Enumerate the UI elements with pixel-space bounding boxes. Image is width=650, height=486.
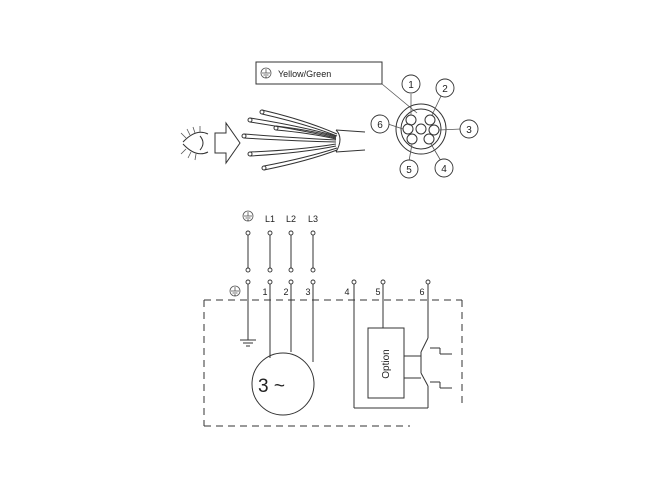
ground-icon: [229, 285, 241, 297]
terminal-number: 6: [419, 287, 424, 297]
core-number: 2: [442, 84, 448, 95]
eye-icon: [180, 126, 209, 161]
terminal-row: [245, 279, 431, 285]
motor-wires: [269, 284, 314, 362]
supply-label-l3: L3: [308, 214, 318, 224]
terminal-number: 3: [305, 287, 310, 297]
ac-motor-symbol: 3 ~: [251, 352, 315, 416]
supply-label-l2: L2: [286, 214, 296, 224]
thermal-switch-circuit: [353, 284, 452, 409]
core-number: 1: [408, 80, 414, 91]
motor-label: 3 ~: [258, 376, 285, 397]
ground-icon: [260, 67, 272, 79]
supply-label-l1: L1: [265, 214, 275, 224]
supply-conductors: [245, 230, 316, 273]
legend-box: [255, 61, 383, 85]
legend-label: Yellow/Green: [278, 69, 331, 79]
ground-icon: [242, 210, 254, 222]
enclosure-outline: [203, 299, 463, 427]
cable-cross-section: [395, 103, 447, 155]
terminal-number: 4: [344, 287, 349, 297]
protective-earth-wire: [240, 284, 256, 347]
core-number: 6: [377, 120, 383, 131]
earth-legend: Yellow/Green: [255, 61, 418, 114]
cable-cores: [241, 109, 366, 171]
core-number: 3: [466, 125, 472, 136]
terminal-number: 1: [262, 287, 267, 297]
core-callouts: 1 2 3 4 5 6: [370, 74, 479, 179]
core-number: 4: [441, 164, 447, 175]
terminal-number: 5: [375, 287, 380, 297]
connection-schematic: L1 L2 L3 1 2: [203, 210, 463, 427]
cable-illustration: Yellow/Green: [180, 61, 479, 179]
arrow-right-icon: [214, 121, 241, 165]
option-label: Option: [381, 349, 392, 378]
terminal-number: 2: [283, 287, 288, 297]
option-module: Option: [367, 327, 405, 399]
core-number: 5: [406, 165, 412, 176]
